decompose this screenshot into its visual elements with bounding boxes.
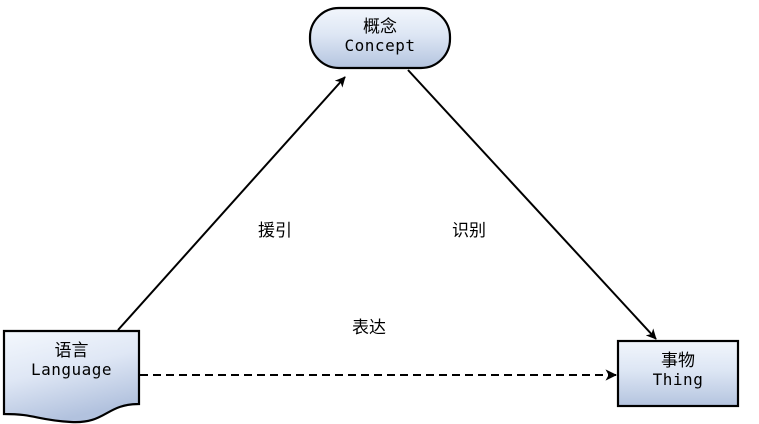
edge-language-to-concept [117, 76, 346, 331]
edge-label-language-to-thing: 表达 [352, 318, 386, 338]
edge-label-language-to-concept: 援引 [258, 221, 292, 241]
node-concept[interactable] [308, 6, 452, 70]
edge-label-concept-to-thing: 识别 [452, 221, 486, 241]
node-language[interactable] [2, 329, 141, 424]
edge-concept-to-thing [407, 69, 657, 340]
node-thing[interactable] [616, 339, 740, 408]
